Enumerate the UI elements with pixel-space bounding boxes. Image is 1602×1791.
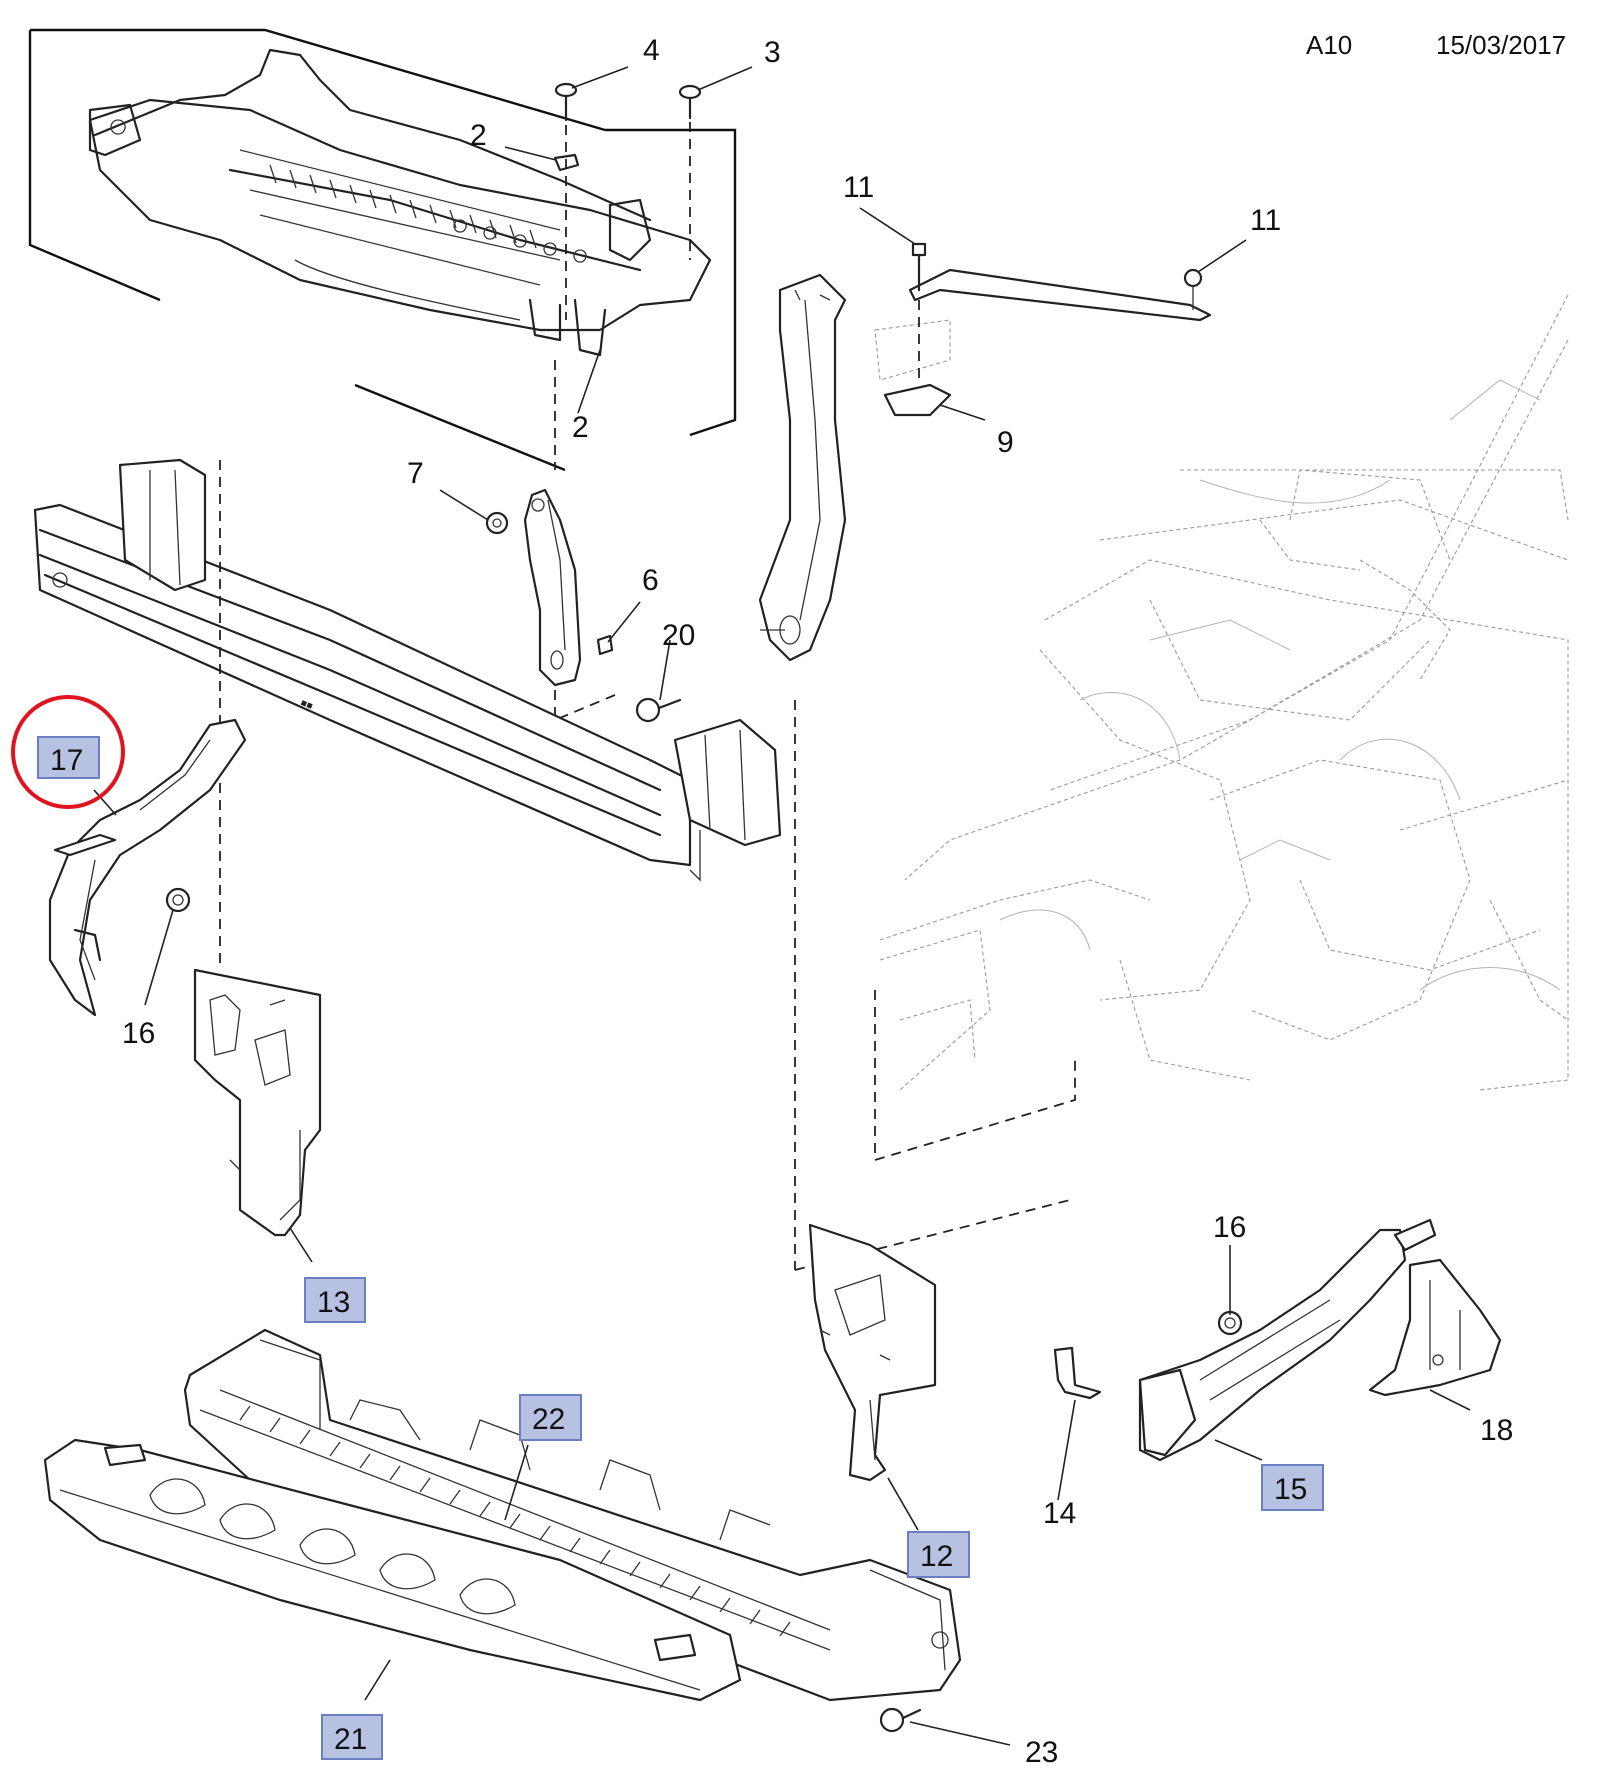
upper-group-frame — [28, 28, 737, 472]
bracket-18 — [1368, 1258, 1502, 1397]
callout-17: 17 — [50, 744, 83, 777]
deflector-15 — [1138, 1218, 1437, 1462]
fastener-3 — [678, 84, 702, 260]
bolt-23 — [879, 1707, 922, 1733]
brace-11 — [908, 242, 1212, 322]
callout-6: 6 — [642, 564, 659, 597]
nut-16-left — [165, 887, 191, 913]
panel-13 — [193, 968, 322, 1237]
callout-4: 4 — [643, 34, 660, 67]
fastener-4 — [554, 82, 578, 320]
callout-16-left: 16 — [122, 1017, 155, 1050]
callout-3: 3 — [764, 36, 781, 69]
clip-2 — [553, 153, 580, 172]
panel-12 — [808, 1223, 937, 1482]
side-support-bracket — [758, 273, 847, 662]
deflector-17 — [48, 718, 247, 1017]
callout-22: 22 — [532, 1403, 565, 1436]
callout-7: 7 — [407, 457, 424, 490]
diagram-code: A10 — [1306, 30, 1352, 60]
callout-18: 18 — [1480, 1414, 1513, 1447]
callout-21: 21 — [334, 1723, 367, 1756]
callout-9: 9 — [997, 426, 1014, 459]
callout-2-upper: 2 — [470, 119, 487, 152]
callout-11-left: 11 — [843, 171, 874, 204]
bolt-7 — [485, 511, 509, 535]
callout-15-box: 15 — [1261, 1464, 1324, 1511]
callout-16-right: 16 — [1213, 1211, 1246, 1244]
diagram-date: 15/03/2017 — [1436, 30, 1566, 60]
callout-20: 20 — [662, 619, 695, 652]
callout-15: 15 — [1274, 1473, 1307, 1506]
callout-12: 12 — [920, 1540, 953, 1573]
callout-13: 13 — [317, 1286, 350, 1319]
callout-21-box: 21 — [321, 1714, 383, 1760]
callout-22-box: 22 — [519, 1394, 582, 1441]
highlight-circle-17 — [11, 695, 125, 809]
upper-radiator-support — [88, 48, 712, 357]
clip-14 — [1053, 1346, 1102, 1400]
callout-13-box: 13 — [304, 1277, 366, 1323]
nut-16-right — [1217, 1310, 1243, 1336]
callout-2-lower: 2 — [572, 411, 589, 444]
alignment-lines — [219, 460, 1076, 1271]
air-deflector-21 — [43, 1438, 742, 1702]
center-bracket — [523, 360, 616, 722]
energy-absorber-22 — [183, 1328, 962, 1702]
bolt-20 — [635, 697, 682, 723]
callout-14: 14 — [1043, 1497, 1076, 1530]
callout-12-box: 12 — [907, 1531, 970, 1578]
leader-lines — [93, 66, 1471, 1746]
vehicle-body-ghost — [879, 294, 1569, 1091]
callout-11-right: 11 — [1250, 204, 1281, 237]
bumper-impact-beam: ■■ — [33, 458, 782, 882]
callout-17-box: 17 — [37, 736, 100, 779]
callout-23: 23 — [1025, 1736, 1058, 1769]
svg-text:■■: ■■ — [299, 698, 314, 713]
bracket-9 — [874, 300, 952, 417]
